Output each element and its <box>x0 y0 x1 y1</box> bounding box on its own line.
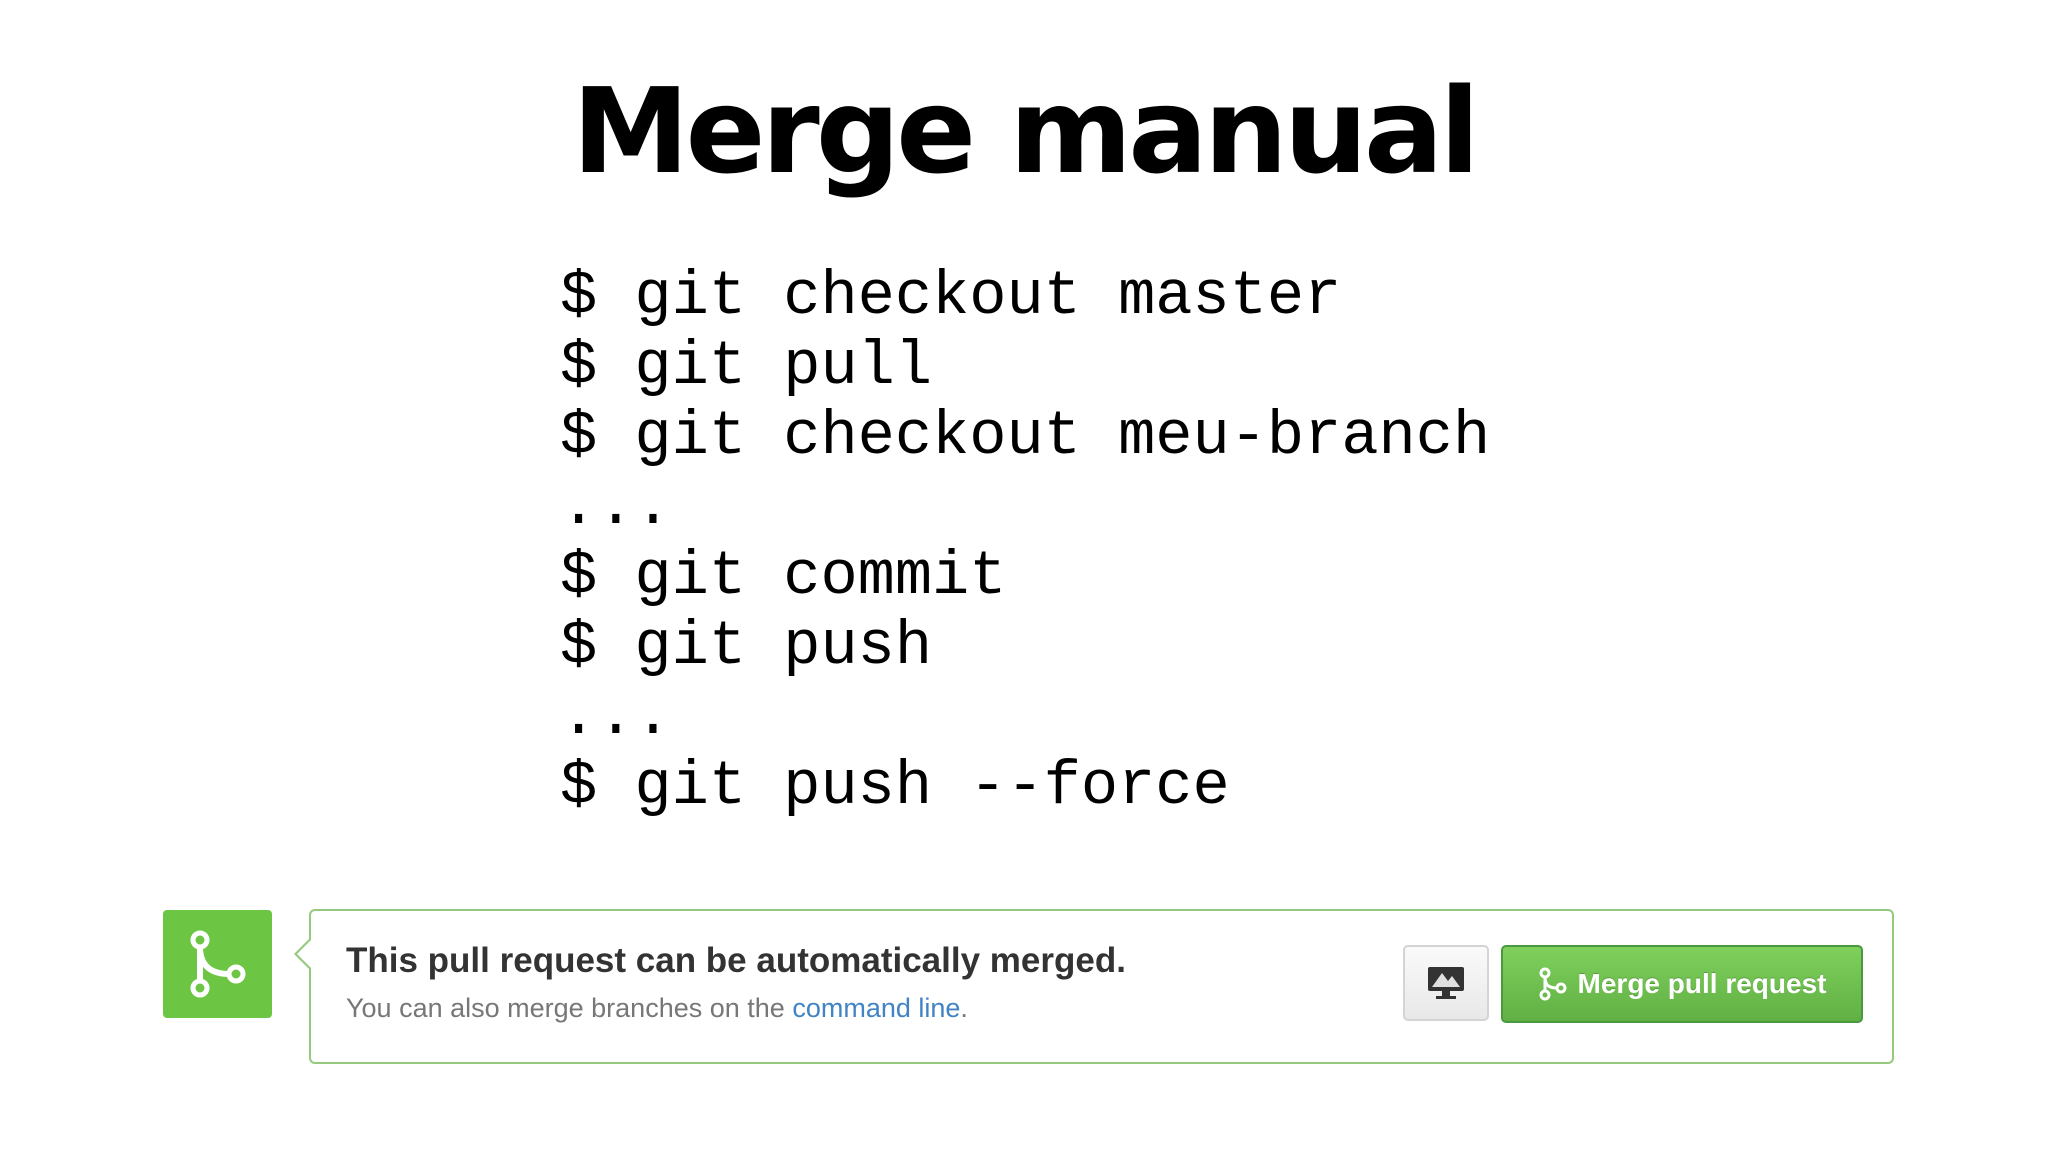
code-line: $ git checkout master <box>560 261 1342 332</box>
subtext-prefix: You can also merge branches on the <box>346 993 785 1023</box>
merge-pull-request-button[interactable]: Merge pull request <box>1501 945 1863 1023</box>
panel-pointer-fill <box>297 940 311 968</box>
merge-button-label: Merge pull request <box>1577 968 1827 999</box>
command-line-link[interactable]: command line <box>792 993 961 1023</box>
subtext-suffix: . <box>960 993 968 1023</box>
code-line: $ git pull <box>560 331 933 402</box>
code-line: $ git checkout meu-branch <box>560 401 1491 472</box>
monitor-icon <box>1428 967 1464 999</box>
code-line: ... <box>560 681 672 752</box>
merge-status-badge <box>163 910 272 1018</box>
git-merge-icon <box>1539 967 1567 1001</box>
merge-panel: This pull request can be automatically m… <box>309 909 1894 1064</box>
code-line: $ git commit <box>560 541 1007 612</box>
slide-title: Merge manual <box>572 62 1480 200</box>
command-line-button[interactable] <box>1403 945 1489 1021</box>
code-block: $ git checkout master$ git pull$ git che… <box>560 262 1490 822</box>
merge-status-subtext: You can also merge branches on the comma… <box>346 993 968 1024</box>
code-line: $ git push <box>560 611 933 682</box>
code-line: $ git push --force <box>560 751 1230 822</box>
merge-status-heading: This pull request can be automatically m… <box>346 941 1126 980</box>
git-merge-icon <box>190 930 245 998</box>
code-line: ... <box>560 471 672 542</box>
